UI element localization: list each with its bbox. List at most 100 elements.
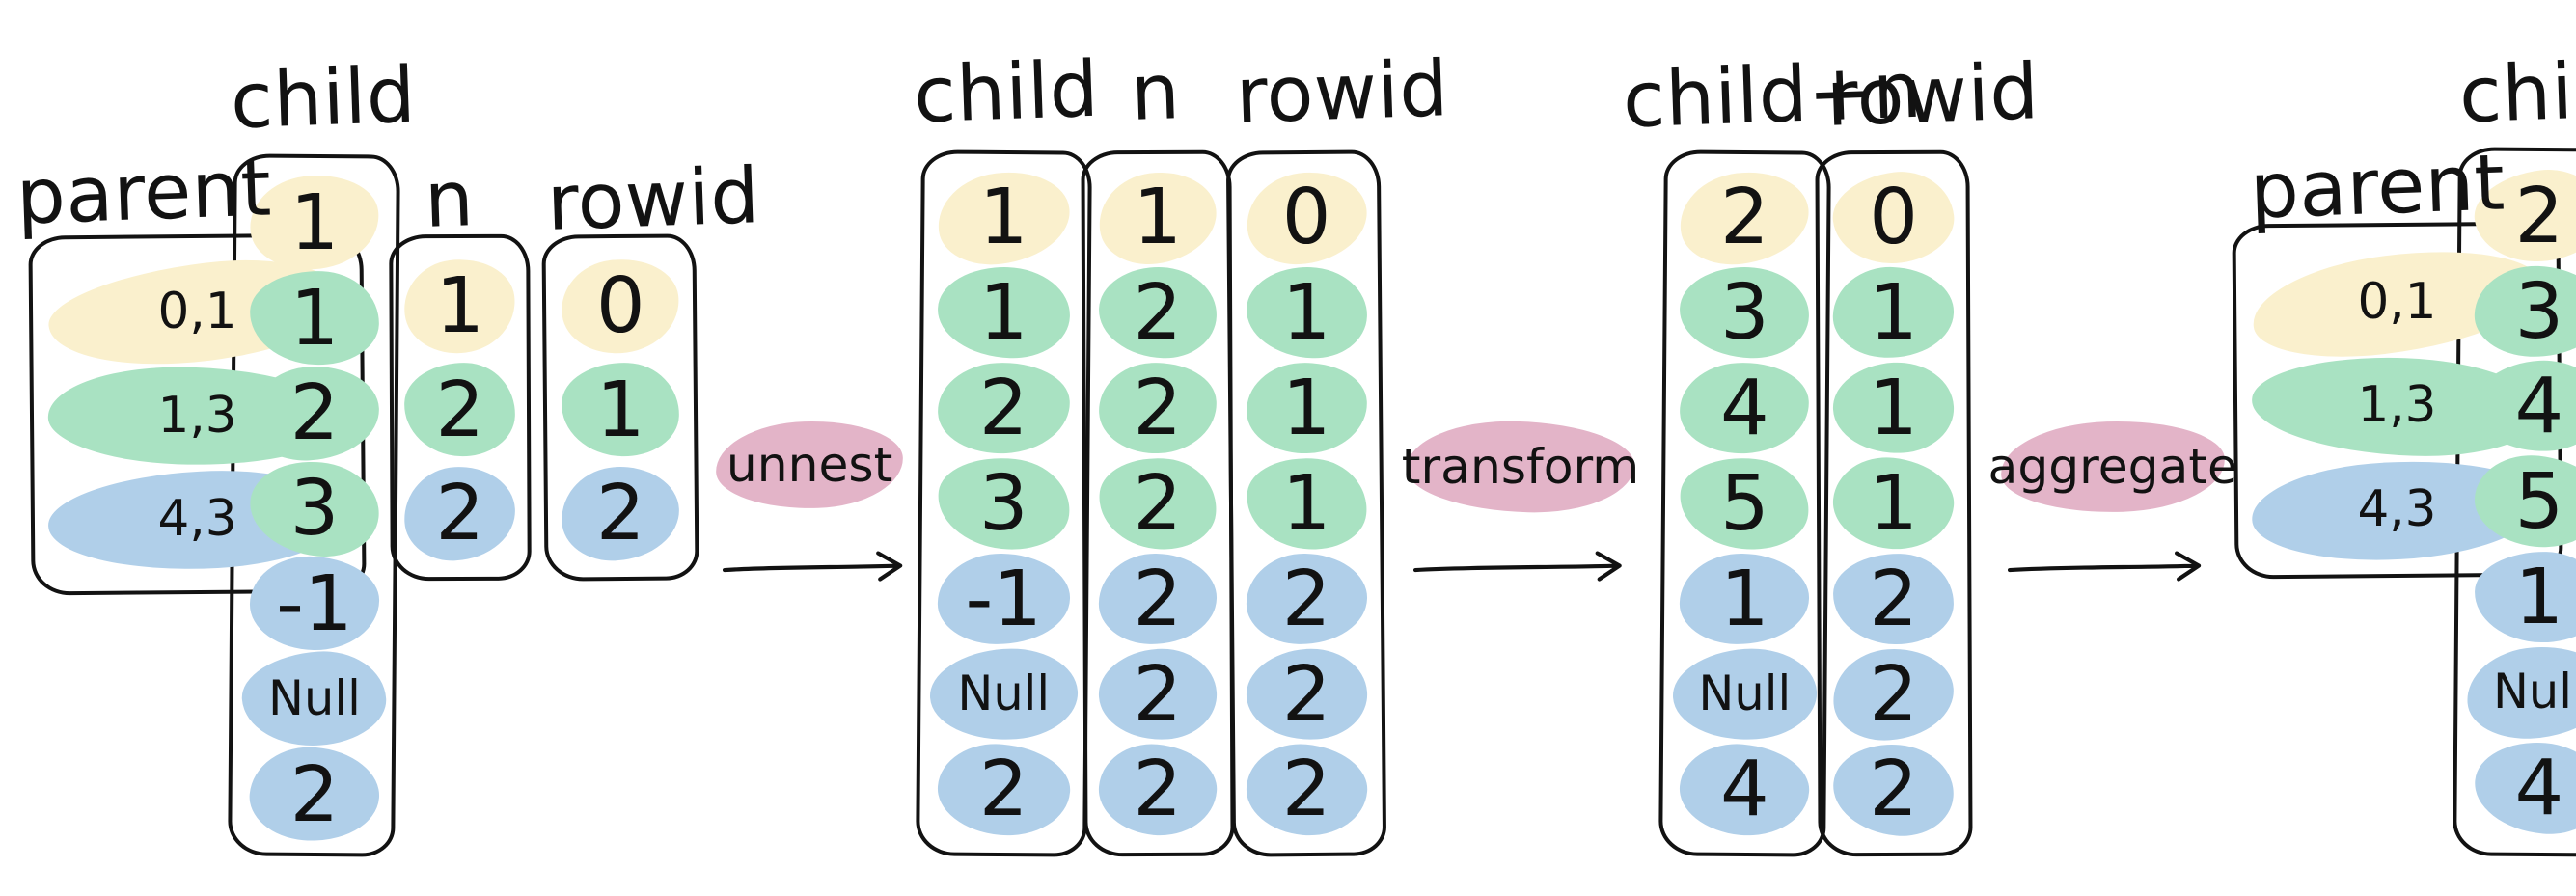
cell-value: 0 [595,260,645,351]
cell-value: Null [957,665,1051,721]
op-aggregate-arrow-icon [2007,551,2201,582]
cell-child-out-6: 4 [2467,737,2576,839]
op-unnest-arrow-icon [722,551,903,582]
cell-parent-out-0: 0,1 [2246,236,2548,369]
cell-rowid-transformed-3: 1 [1826,451,1960,555]
column-header-parent-out: parent [2248,137,2507,236]
column-header-n-unnested: n [1129,45,1182,138]
cell-child-out-1: 3 [2467,263,2576,359]
cell-value: 1 [1869,363,1918,453]
op-transform-arrow-icon [1413,551,1622,582]
cell-child-unnested-3: 3 [930,451,1078,556]
cell-value: 2 [1133,267,1183,358]
cell-childplusn-4: 1 [1673,552,1817,645]
cell-parent-in-1: 1,3 [46,363,348,471]
cell-rowid-transformed-2: 1 [1826,360,1960,457]
column-header-child-unnested: child [912,43,1101,140]
op-aggregate-chip: aggregate [1988,418,2237,516]
cell-n-unnested-0: 1 [1092,165,1222,270]
cell-value: 1 [289,176,340,267]
cell-rowid-unnested-5: 2 [1240,644,1374,744]
cell-value: 2 [1281,744,1331,834]
cell-value: 2 [1133,363,1183,453]
cell-rowid-unnested-3: 1 [1240,451,1374,555]
cell-child-out-2: 4 [2467,358,2576,455]
cell-rowid-transformed-6: 2 [1826,739,1960,840]
cell-value: -1 [965,553,1043,643]
column-header-n-in: n [423,152,477,245]
cell-n-in-1: 2 [398,361,522,459]
cell-value: Null [2492,664,2576,720]
op-unnest-chip: unnest [714,418,905,512]
op-transform-chip: transform [1402,418,1639,515]
cell-child-in-3: 3 [242,454,386,562]
cell-value: 2 [435,364,485,454]
cell-value: 2 [2514,170,2564,260]
cell-child-unnested-1: 1 [930,265,1078,361]
cell-child-in-2: 2 [242,363,386,464]
cell-n-unnested-4: 2 [1092,552,1222,645]
cell-rowid-unnested-4: 2 [1240,552,1374,645]
cell-parent-out-2: 4,3 [2249,453,2545,566]
cell-value: 1 [1869,267,1918,358]
cell-value: 3 [978,457,1028,548]
cell-childplusn-1: 3 [1673,265,1817,361]
cell-value: 5 [2514,456,2564,547]
cell-childplusn-5: Null [1669,643,1820,745]
cell-value: 2 [595,468,645,558]
cell-value: 0,1 [157,283,237,341]
cell-n-unnested-6: 2 [1092,739,1222,840]
cell-value: 2 [1133,457,1183,548]
cell-child-in-0: 1 [242,168,386,277]
cell-rowid-unnested-6: 2 [1240,739,1374,840]
cell-child-out-5: Null [2464,641,2576,743]
cell-rowid-in-1: 1 [556,361,686,459]
cell-child-out-0: 2 [2467,163,2576,269]
cell-value: 1 [978,267,1028,358]
column-header-rowid-transformed: rowid [1824,46,2042,144]
cell-parent-in-2: 4,3 [45,463,349,577]
cell-value: 2 [435,468,485,558]
cell-rowid-unnested-0: 0 [1240,165,1374,270]
op-transform-label: transform [1401,438,1640,496]
cell-value: 2 [1869,553,1918,643]
cell-value: 1 [435,260,485,351]
cell-child-out-4: 1 [2467,550,2576,643]
cell-child-unnested-2: 2 [930,359,1078,457]
cell-n-in-0: 1 [398,253,522,360]
cell-child-unnested-6: 2 [930,738,1078,840]
cell-n-unnested-5: 2 [1092,644,1222,744]
cell-rowid-in-2: 2 [556,463,686,563]
cell-child-in-1: 1 [242,268,386,367]
cell-rowid-unnested-1: 1 [1240,265,1374,361]
cell-value: 1 [1281,363,1331,453]
cell-value: 0 [1281,172,1331,262]
cell-n-in-2: 2 [398,463,522,563]
cell-value: 1 [1719,553,1769,643]
cell-parent-in-0: 0,1 [43,246,351,379]
cell-value: 0,1 [2357,273,2437,331]
cell-value: 5 [1719,457,1769,548]
cell-value: 0 [1869,172,1918,262]
cell-value: 4 [2514,361,2564,451]
cell-childplusn-6: 4 [1673,738,1817,840]
cell-value: 1 [1281,457,1331,548]
cell-value: 4,3 [157,490,237,549]
cell-value: 1 [978,172,1028,262]
cell-value: 1,3 [2357,376,2437,435]
cell-value: 1 [1281,267,1331,358]
cell-rowid-transformed-5: 2 [1826,644,1960,744]
cell-value: 2 [978,744,1028,834]
cell-rowid-in-0: 0 [556,252,686,360]
cell-rowid-transformed-0: 0 [1826,165,1960,270]
cell-value: 1 [595,364,645,454]
cell-rowid-transformed-4: 2 [1826,552,1960,645]
cell-child-in-4: -1 [242,556,386,652]
cell-value: 3 [289,463,340,554]
cell-value: 2 [1281,553,1331,643]
op-aggregate-label: aggregate [1987,438,2237,496]
cell-value: 3 [1719,267,1769,358]
cell-rowid-unnested-2: 1 [1240,360,1374,457]
cell-value: 2 [1133,553,1183,643]
